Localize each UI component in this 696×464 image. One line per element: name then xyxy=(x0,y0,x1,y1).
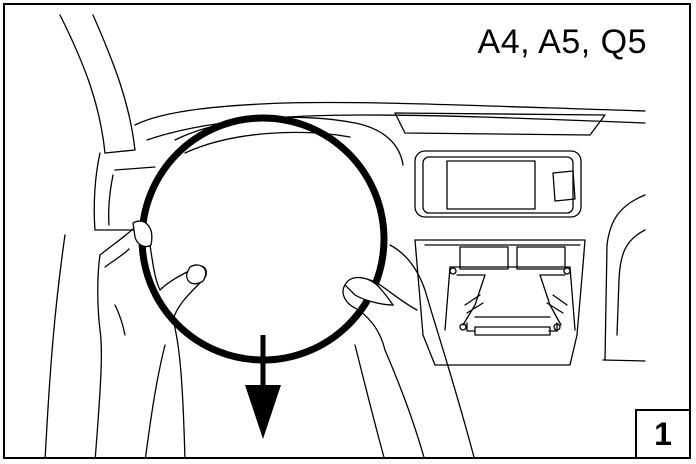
navigation-screen xyxy=(415,151,581,217)
right-dash-panel xyxy=(603,195,645,361)
step-number-badge: 1 xyxy=(635,409,689,457)
windshield-pillar xyxy=(60,15,135,153)
left-dash-panel xyxy=(45,153,155,459)
right-hand xyxy=(343,245,475,459)
hand-overlays xyxy=(133,221,393,305)
step-number: 1 xyxy=(654,416,672,453)
vehicle-model-label: A4, A5, Q5 xyxy=(478,23,647,62)
diagram-frame: A4, A5, Q5 1 xyxy=(3,3,691,459)
steering-wheel xyxy=(142,118,384,360)
down-arrow-icon xyxy=(245,335,281,439)
dashboard-illustration xyxy=(5,5,691,459)
radio-opening xyxy=(415,240,585,365)
dashboard-top xyxy=(135,102,645,140)
